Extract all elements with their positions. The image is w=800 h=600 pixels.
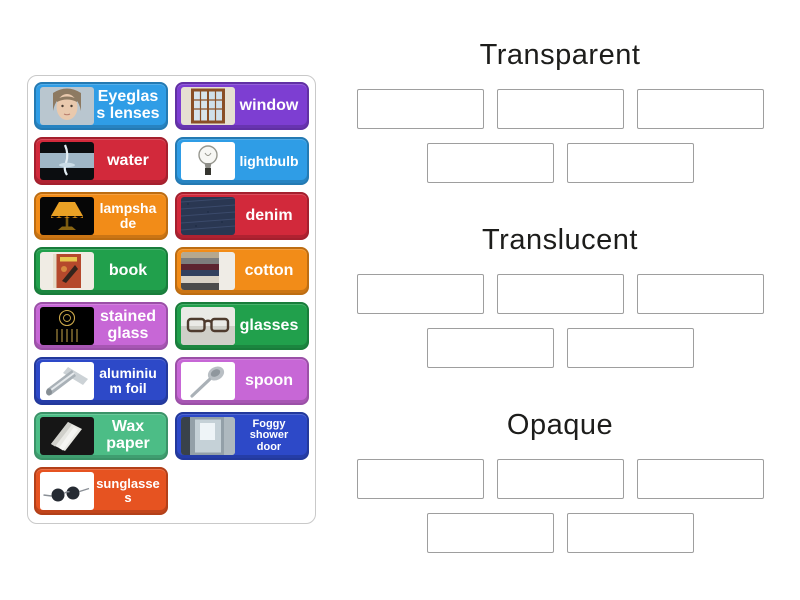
tile-label: cotton — [244, 261, 294, 279]
group-transparent: Transparent — [356, 38, 764, 183]
tile-label: denim — [245, 206, 293, 224]
tile-label: glasses — [239, 316, 299, 334]
slot-row — [426, 513, 694, 553]
drop-slot-translucent[interactable] — [426, 328, 554, 368]
tile-label: Eyeglass lenses — [96, 88, 160, 122]
cotton-photo — [181, 252, 235, 290]
group-translucent: Translucent — [356, 223, 764, 368]
aluminium-foil-photo — [40, 362, 94, 400]
tile-sunglasses[interactable]: sunglasses — [34, 467, 168, 515]
tile-window[interactable]: window — [175, 82, 309, 130]
drop-slot-transparent[interactable] — [636, 89, 764, 129]
drop-slot-translucent[interactable] — [496, 274, 624, 314]
tile-glasses[interactable]: glasses — [175, 302, 309, 350]
drop-slot-transparent[interactable] — [356, 89, 484, 129]
tile-wax-paper[interactable]: Wax paper — [34, 412, 168, 460]
tile-label: window — [239, 96, 299, 114]
drop-slot-opaque[interactable] — [636, 459, 764, 499]
drop-slot-transparent[interactable] — [566, 143, 694, 183]
denim-photo — [181, 197, 235, 235]
eyeglass-lenses-photo — [40, 87, 94, 125]
tile-label: sunglasses — [96, 476, 160, 505]
drop-slot-transparent[interactable] — [426, 143, 554, 183]
tile-label: stained glass — [99, 308, 156, 342]
window-photo — [181, 87, 235, 125]
book-photo — [40, 252, 94, 290]
drop-slot-translucent[interactable] — [636, 274, 764, 314]
tile-label: spoon — [245, 371, 293, 389]
tile-stained-glass[interactable]: stained glass — [34, 302, 168, 350]
slot-row — [356, 459, 764, 499]
tile-aluminium-foil[interactable]: aluminium foil — [34, 357, 168, 405]
tile-label: lightbulb — [239, 152, 299, 169]
tile-label: Wax paper — [106, 418, 150, 452]
tile-water[interactable]: water — [34, 137, 168, 185]
spoon-photo — [181, 362, 235, 400]
drop-slot-opaque[interactable] — [356, 459, 484, 499]
tile-label: aluminium foil — [99, 365, 157, 396]
tile-panel: Eyeglass lenses window water lightbulb lamps… — [27, 75, 316, 524]
group-title-transparent: Transparent — [479, 39, 641, 71]
drop-slot-translucent[interactable] — [566, 328, 694, 368]
group-title-opaque: Opaque — [506, 409, 614, 441]
tile-cotton[interactable]: cotton — [175, 247, 309, 295]
tile-label: lampshade — [99, 200, 157, 231]
slot-row — [426, 328, 694, 368]
tile-lampshade[interactable]: lampshade — [34, 192, 168, 240]
tile-lightbulb[interactable]: lightbulb — [175, 137, 309, 185]
tile-eyeglass-lenses[interactable]: Eyeglass lenses — [34, 82, 168, 130]
group-title-translucent: Translucent — [482, 224, 638, 256]
tile-book[interactable]: book — [34, 247, 168, 295]
slot-row — [356, 274, 764, 314]
tile-denim[interactable]: denim — [175, 192, 309, 240]
shower-door-photo — [181, 417, 235, 455]
tile-label: water — [107, 151, 149, 169]
lampshade-photo — [40, 197, 94, 235]
lightbulb-photo — [181, 142, 235, 180]
drop-slot-opaque[interactable] — [566, 513, 694, 553]
tile-foggy-shower-door[interactable]: Foggy shower door — [175, 412, 309, 460]
drop-slot-translucent[interactable] — [356, 274, 484, 314]
water-photo — [40, 142, 94, 180]
drop-slot-opaque[interactable] — [426, 513, 554, 553]
drop-slot-opaque[interactable] — [496, 459, 624, 499]
wax-paper-photo — [40, 417, 94, 455]
drop-slot-transparent[interactable] — [496, 89, 624, 129]
sunglasses-photo — [40, 472, 94, 510]
tile-label: Foggy shower door — [249, 417, 289, 453]
glasses-photo — [181, 307, 235, 345]
slot-row — [356, 89, 764, 129]
group-opaque: Opaque — [356, 408, 764, 553]
tile-spoon[interactable]: spoon — [175, 357, 309, 405]
tile-label: book — [108, 261, 148, 279]
slot-row — [426, 143, 694, 183]
stained-glass-photo — [40, 307, 94, 345]
